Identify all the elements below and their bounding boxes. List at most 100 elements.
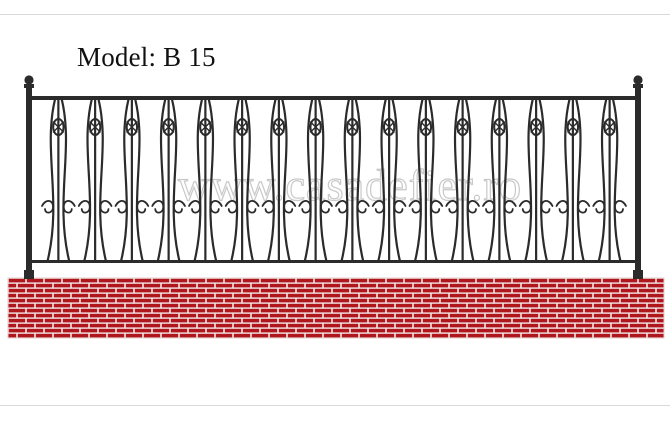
scroll-ornament	[393, 200, 407, 214]
scroll-ornament	[430, 200, 444, 214]
scroll-ornament	[555, 200, 569, 214]
basket-twist-ornament	[125, 118, 139, 136]
curved-bar-left	[230, 98, 240, 262]
baluster-unit	[188, 98, 223, 262]
basket-twist-ornament	[199, 118, 212, 136]
scroll-ornament	[371, 200, 385, 214]
watermark-text: www.casadefier.ro	[178, 161, 522, 210]
baluster-unit	[482, 98, 517, 262]
curved-bar-right	[134, 98, 144, 262]
baluster-unit	[518, 98, 554, 262]
frame-bottom-line	[0, 405, 670, 406]
curved-bar-right	[538, 98, 548, 262]
right-post-finial	[633, 75, 643, 85]
baluster-unit	[445, 98, 480, 262]
scroll-ornament	[614, 200, 627, 214]
curved-bar-left	[267, 98, 277, 262]
scroll-ornament	[445, 200, 459, 214]
basket-twist-ornament	[529, 118, 543, 136]
curved-bar-right	[428, 98, 438, 262]
baluster-unit	[298, 98, 333, 262]
baluster-unit	[224, 98, 260, 262]
scroll-ornament	[408, 200, 422, 214]
curved-bar-right	[501, 98, 512, 262]
curved-bar-right	[281, 98, 291, 262]
curved-bar-left	[156, 98, 167, 262]
basket-twist-ornament	[566, 118, 580, 136]
curved-bar-right	[97, 98, 107, 262]
left-post	[24, 75, 34, 279]
scroll-ornament	[540, 200, 554, 214]
scroll-ornament	[246, 200, 260, 214]
bottom-rail	[30, 260, 638, 263]
baluster-unit	[408, 98, 444, 262]
basket-twist-ornament	[456, 118, 469, 136]
scroll-ornament	[518, 200, 532, 214]
scroll-ornament	[77, 200, 91, 214]
curved-bar-right	[575, 98, 585, 262]
curved-bar-left	[340, 98, 350, 262]
curved-bar-right	[318, 98, 328, 262]
scroll-ornament	[114, 200, 128, 214]
left-post-finial	[24, 75, 34, 85]
curved-bar-left	[83, 98, 93, 262]
scroll-ornament	[283, 200, 297, 214]
balusters	[41, 98, 627, 262]
baluster-unit	[114, 98, 150, 262]
basket-twist-ornament	[88, 118, 102, 136]
curved-bar-left	[120, 98, 130, 262]
scroll-ornament	[356, 200, 370, 214]
basket-twist-ornament	[272, 118, 286, 136]
frame-top-line	[0, 14, 670, 15]
scroll-ornament	[224, 200, 238, 214]
scroll-ornament	[209, 200, 223, 214]
scroll-ornament	[467, 200, 480, 214]
curved-bar-left	[46, 98, 56, 262]
scroll-ornament	[261, 200, 275, 214]
brick-wall	[7, 277, 665, 339]
scroll-ornament	[298, 200, 312, 214]
curved-bar-right	[244, 98, 254, 262]
curved-bar-left	[193, 98, 203, 262]
baluster-unit	[335, 98, 370, 262]
curved-bar-left	[597, 98, 608, 262]
curved-bar-left	[561, 98, 571, 262]
fence-rails	[30, 96, 638, 263]
basket-twist-ornament	[603, 118, 616, 136]
basket-twist-ornament	[309, 118, 322, 136]
scroll-ornament	[503, 200, 517, 214]
scroll-ornament	[320, 200, 333, 214]
top-rail	[30, 96, 638, 100]
brick-wall-outline	[7, 277, 665, 339]
scroll-ornament	[136, 200, 150, 214]
scroll-ornament	[188, 200, 201, 214]
model-label: Model: B 15	[77, 42, 216, 72]
brick-wall-fill	[8, 278, 664, 338]
scroll-ornament	[592, 200, 606, 214]
scroll-ornament	[99, 200, 113, 214]
scroll-ornament	[151, 200, 165, 214]
baluster-unit	[592, 98, 627, 262]
curved-bar-right	[612, 98, 622, 262]
baluster-unit	[371, 98, 407, 262]
curved-bar-left	[377, 98, 387, 262]
curved-bar-right	[171, 98, 181, 262]
basket-twist-ornament	[162, 118, 175, 136]
curved-bar-left	[303, 98, 314, 262]
curved-bar-left	[414, 98, 424, 262]
baluster-unit	[41, 98, 76, 262]
scroll-ornament	[577, 200, 591, 214]
basket-twist-ornament	[419, 118, 433, 136]
scroll-ornament	[62, 200, 76, 214]
baluster-unit	[151, 98, 186, 262]
curved-bar-right	[207, 98, 218, 262]
basket-twist-ornament	[382, 118, 396, 136]
scroll-ornament	[335, 200, 348, 214]
baluster-unit	[261, 98, 297, 262]
curved-bar-right	[391, 98, 401, 262]
curved-bar-left	[487, 98, 497, 262]
baluster-unit	[77, 98, 113, 262]
right-post	[633, 75, 643, 279]
